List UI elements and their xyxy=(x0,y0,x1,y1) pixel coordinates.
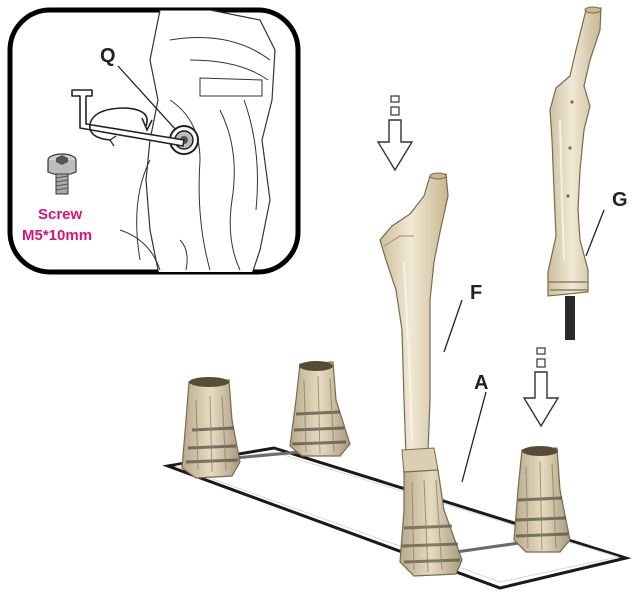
label-f: F xyxy=(470,282,482,304)
down-arrow-icon xyxy=(378,96,412,170)
screw-label-line1: Screw xyxy=(38,206,83,223)
hoof-back-right xyxy=(290,361,350,456)
leg-bone-f xyxy=(380,173,462,576)
detail-callout: Q Screw M5*10mm xyxy=(10,10,298,280)
down-arrow-icon xyxy=(524,348,558,426)
label-g: G xyxy=(612,189,628,211)
hoof-back-left xyxy=(182,377,240,478)
screw-label-line2: M5*10mm xyxy=(22,227,92,244)
label-a: A xyxy=(474,372,488,394)
leader-line-g xyxy=(586,210,604,256)
leg-bone-g xyxy=(548,7,601,340)
label-q: Q xyxy=(100,45,116,67)
leader-line-a xyxy=(462,392,486,482)
leader-line-f xyxy=(444,300,462,352)
hoof-front-right xyxy=(514,446,570,552)
